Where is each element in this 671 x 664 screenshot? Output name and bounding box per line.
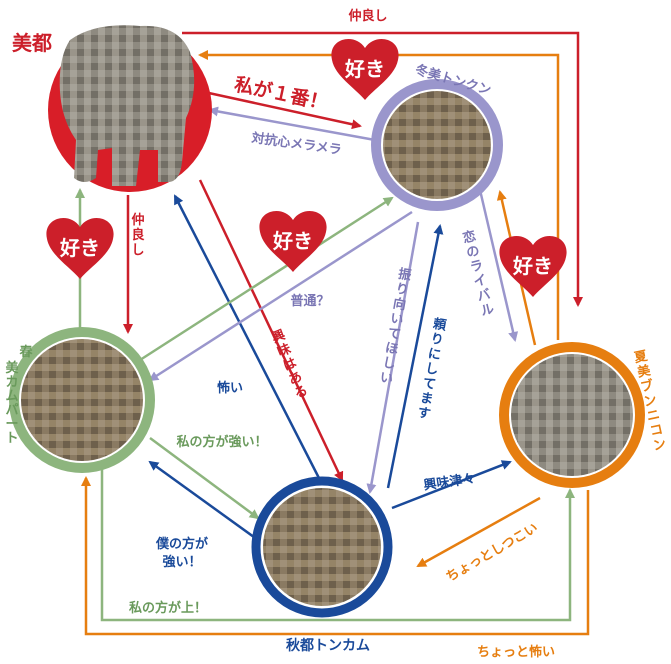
tayori-char: り [429,332,444,349]
label-kyoumi-shinshin: 興味津々 [423,470,477,493]
tayori-char: に [427,346,442,363]
heart-1: 好き [331,38,399,100]
koi-rival-char: イ [472,273,488,291]
natsumi-char: ン [652,437,668,454]
nakayoshi-left-char: 良 [131,227,144,243]
label-nakayoshi-left: 仲良し [131,212,144,258]
furimuite-char: 向 [392,295,408,313]
edge-akitonkam-natsumi [391,460,512,510]
natsumi-char: 夏 [632,349,650,367]
label-futsuu: 普通？ [290,293,329,309]
heart-1-text: 好き [344,57,385,81]
edge-natsumi-akitonkam [416,496,541,568]
harukam-char: ト [5,431,18,446]
edge-touminton-akitonkam [366,221,420,494]
edge-touminton-natsumi [478,189,519,342]
harukam-char: ー [5,417,18,432]
nakayoshi-left-char: し [131,243,144,258]
edge-misato-akitonkam [198,179,344,482]
edge-misato-touminton [194,88,362,130]
nakayoshi-left-char: 仲 [131,212,144,228]
furimuite-char: 振 [397,266,413,284]
tayori-char: す [416,405,431,422]
furimuite-char: し [381,355,396,372]
label-taikoushin: 対抗心メラメラ [250,130,343,159]
natsumi-char: 美 [636,362,653,381]
svg-text:強い！: 強い！ [162,554,201,570]
edge-touminton-misato [208,106,376,142]
svg-text:僕の方が: 僕の方が [155,536,208,552]
edge-akitonkam-touminton [386,224,444,489]
heart-4: 好き [499,235,567,297]
natsumi-char: ン [642,393,658,410]
koi-rival-char: ラ [469,258,485,276]
furimuite-char: い [379,370,394,387]
koi-rival-char: バ [476,287,492,305]
kyoumi-aru-char: 味 [275,341,293,361]
label-nakayoshi-top: 仲良し [348,8,387,24]
kyoumi-aru-char: は [281,356,299,375]
node-natsumi [499,342,645,488]
harukam-char: 春 [18,344,33,360]
natsumi-char: ブ [639,377,655,395]
furimuite-char: て [387,326,402,343]
tayori-char: ま [419,391,434,408]
furimuite-char: ほ [384,341,399,358]
edge-harukam-natsumi [100,465,575,622]
kyoumi-aru-char: あ [287,369,305,388]
edge-misato-natsumi [182,31,583,307]
heart-3-text: 好き [59,236,100,260]
node-misato [48,25,212,192]
label-akitonkam: 秋都トンカム [286,637,370,654]
label-watashi-tsuyoi: 私の方が強い！ [176,434,267,450]
harukam-char: ム [5,389,18,404]
label-kowai: 怖い [217,380,243,396]
edge-akitonkam-misato [173,194,324,485]
node-akitonkam [251,476,393,618]
koi-rival-char: 恋 [461,228,477,247]
furimuite-char: り [394,282,409,299]
node-harukam [9,327,155,473]
harukam-char: カ [5,375,18,390]
harukam-char: パ [5,403,18,418]
edge-akitonkam-harukam [148,460,259,542]
tayori-char: 頼 [431,316,449,334]
edge-touminton-harukam [148,210,413,382]
natsumi-char: コ [649,422,665,439]
edge-natsumi-harukam [81,476,590,636]
elephant-image [59,25,195,186]
natsumi-char: ニ [646,407,662,424]
heart-4-text: 好き [512,254,553,278]
label-boku-tsuyoi: 僕の方が 強い！ [155,536,208,570]
kyoumi-aru-char: 興 [269,327,287,347]
label-watashi-ue: 私の方が上！ [129,600,207,616]
node-touminton [371,79,503,211]
heart-2-text: 好き [272,229,313,253]
tayori-char: し [424,361,439,378]
label-chotto-shitsukoi: ちょっとしつこい [444,521,541,586]
heart-2: 好き [259,210,327,272]
edge-harukam-touminton [139,196,394,362]
label-misato: 美都 [12,31,52,55]
koi-rival-char: の [465,243,481,261]
label-chotto-kowai: ちょっと怖い [477,644,555,660]
heart-3: 好き [46,217,114,279]
furimuite-char: い [389,311,404,328]
tayori-char: て [422,376,437,393]
kyoumi-aru-char: る [292,383,310,402]
edge-harukam-akitonkam [149,436,260,520]
harukam-char: 美 [5,360,19,376]
koi-rival-char: ル [479,302,495,320]
